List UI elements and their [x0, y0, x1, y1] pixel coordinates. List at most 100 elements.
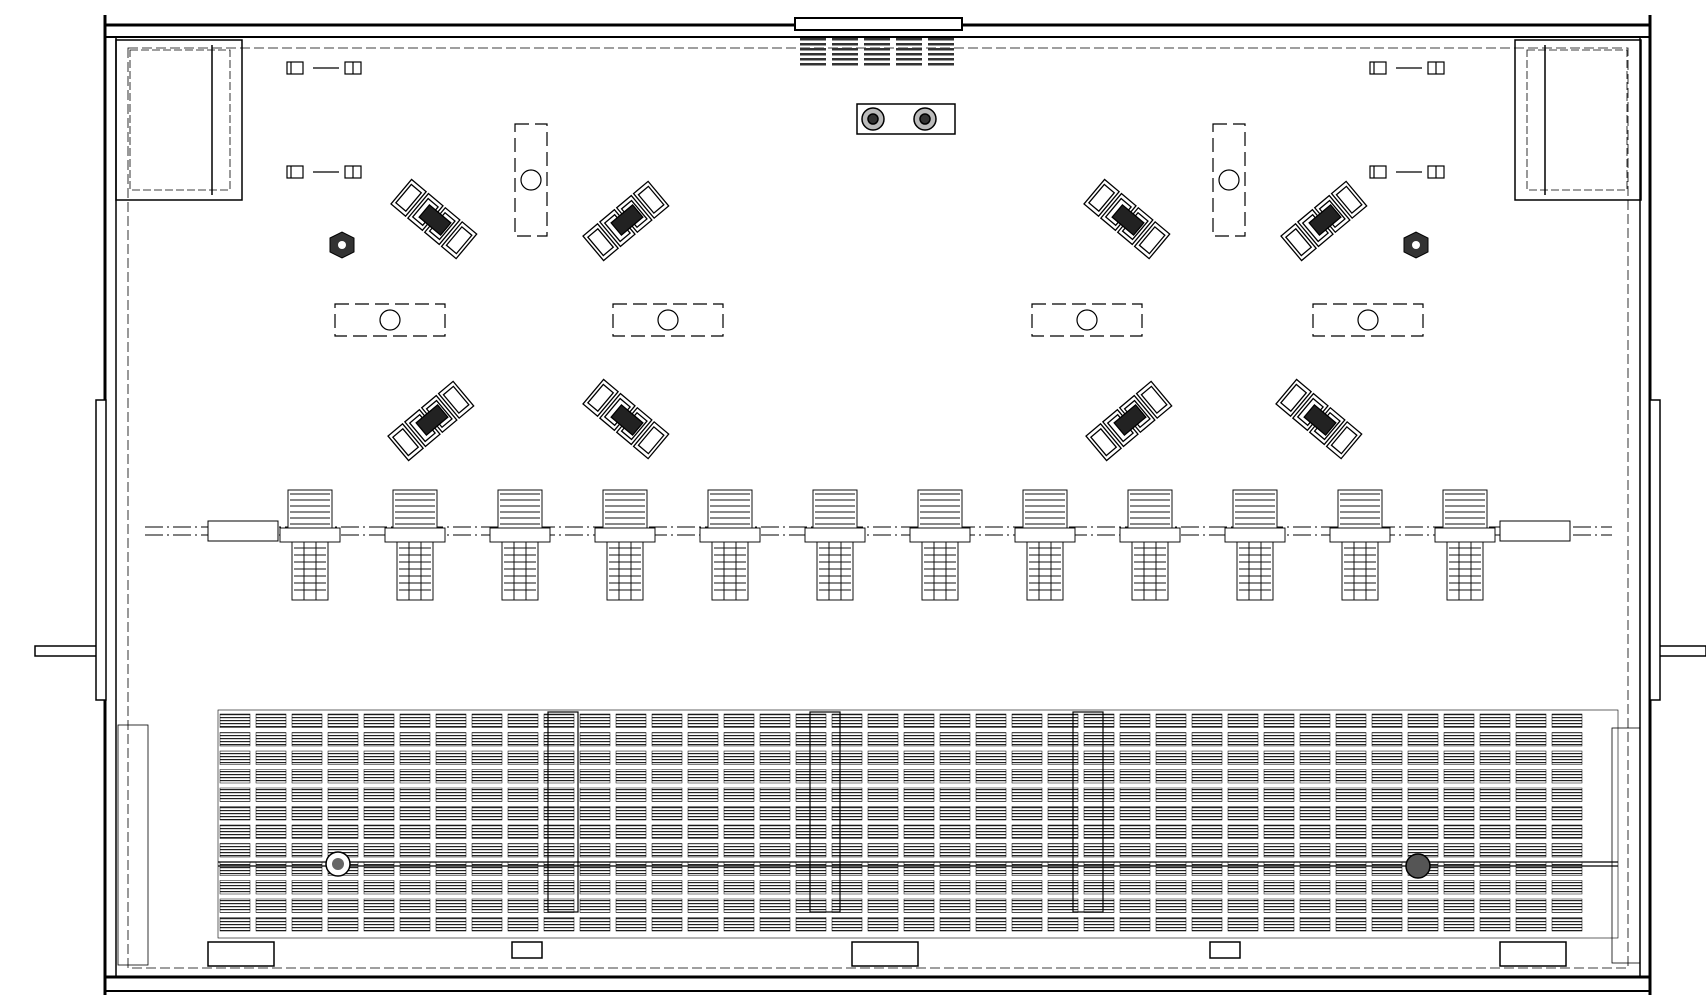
rack-cell — [1011, 732, 1043, 747]
rack-cell — [1335, 732, 1367, 747]
rack-cell — [1083, 769, 1115, 784]
rack-cell — [399, 787, 431, 802]
rack-cell — [759, 917, 791, 932]
rack-cell — [543, 713, 575, 728]
rack-cell — [327, 769, 359, 784]
rack-cell — [507, 806, 539, 821]
rack-cell — [1191, 769, 1223, 784]
rack-cell — [651, 750, 683, 765]
rack-cell — [1227, 750, 1259, 765]
rack-cell — [615, 880, 647, 895]
rack-cell — [1047, 843, 1079, 858]
rack-cell — [723, 861, 755, 876]
center-rail — [145, 520, 1612, 542]
rack-cell — [579, 787, 611, 802]
rack-cell — [219, 843, 251, 858]
rack-cell — [723, 732, 755, 747]
rack-cell — [975, 824, 1007, 839]
rack-cell — [435, 824, 467, 839]
rack-cell — [759, 769, 791, 784]
rack-cell — [219, 898, 251, 913]
rack-cell — [1407, 713, 1439, 728]
rack-cell — [1263, 824, 1295, 839]
rack-cell — [507, 713, 539, 728]
rack-cell — [507, 917, 539, 932]
rack-cell — [1371, 750, 1403, 765]
rack-cell — [1083, 750, 1115, 765]
rack-cell — [507, 880, 539, 895]
rack-cell — [399, 824, 431, 839]
workstation — [1434, 489, 1496, 601]
rack-cell — [1227, 787, 1259, 802]
rack-cell — [795, 917, 827, 932]
rack-cell — [1011, 917, 1043, 932]
rack-cell — [1263, 732, 1295, 747]
rack-cell — [291, 824, 323, 839]
rack-cell — [615, 732, 647, 747]
rack-cell — [1263, 843, 1295, 858]
rack-cell — [723, 769, 755, 784]
rack-cell — [1443, 713, 1475, 728]
rack-cell — [1407, 732, 1439, 747]
rack-cell — [1083, 843, 1115, 858]
rack-cell — [615, 861, 647, 876]
rack-cell — [1515, 750, 1547, 765]
rack-cell — [1443, 824, 1475, 839]
rack-cell — [1047, 824, 1079, 839]
rack-cell — [1479, 880, 1511, 895]
rack-cell — [1551, 880, 1583, 895]
rack-cell — [687, 750, 719, 765]
rack-cell — [471, 880, 503, 895]
rack-cell — [579, 898, 611, 913]
rack-cell — [1191, 750, 1223, 765]
rack-cell — [939, 806, 971, 821]
rack-cell — [975, 843, 1007, 858]
rack-cell — [327, 806, 359, 821]
rack-cell — [327, 732, 359, 747]
rack-cell — [615, 917, 647, 932]
rack-cell — [1335, 898, 1367, 913]
rack-cell — [831, 750, 863, 765]
rack-cell — [831, 713, 863, 728]
rack-cell — [219, 861, 251, 876]
rack-cell — [1155, 713, 1187, 728]
rack-cell — [903, 824, 935, 839]
rack-cell — [1551, 769, 1583, 784]
rack-cell — [435, 732, 467, 747]
rack-cell — [651, 824, 683, 839]
chair-group — [1280, 180, 1368, 262]
rack-cell — [435, 769, 467, 784]
rack-cell — [1227, 732, 1259, 747]
rack-cell — [1407, 898, 1439, 913]
rack-cell — [831, 769, 863, 784]
chair-group — [1085, 380, 1173, 462]
rack-cell — [903, 843, 935, 858]
rack-cell — [1335, 713, 1367, 728]
rack-cell — [1371, 898, 1403, 913]
rack-cell — [219, 769, 251, 784]
rack-cell — [1047, 750, 1079, 765]
rack-cell — [1407, 806, 1439, 821]
rack-cell — [759, 861, 791, 876]
rack-cell — [687, 713, 719, 728]
rack-cell — [327, 787, 359, 802]
rack-cell — [1443, 861, 1475, 876]
rack-cell — [1047, 787, 1079, 802]
rack-cell — [759, 880, 791, 895]
workstation — [489, 489, 551, 601]
diagonal-chair-groups — [387, 178, 1368, 462]
rack-cell — [651, 917, 683, 932]
rack-cell — [255, 880, 287, 895]
rack-cell — [939, 917, 971, 932]
rack-cell — [1263, 806, 1295, 821]
rack-cell — [579, 861, 611, 876]
rack-cell — [399, 861, 431, 876]
rack-cell — [435, 917, 467, 932]
rack-cell — [1191, 898, 1223, 913]
bottom-rack-area — [117, 709, 1641, 967]
rack-cell — [939, 787, 971, 802]
rack-cell — [651, 732, 683, 747]
rack-cell — [1155, 806, 1187, 821]
rack-cell — [831, 787, 863, 802]
rack-cell — [1299, 713, 1331, 728]
